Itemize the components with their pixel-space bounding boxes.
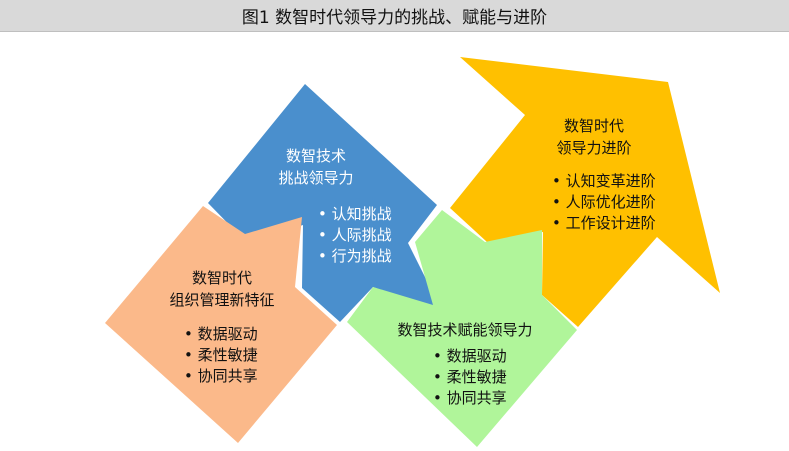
- org-title-line2: 组织管理新特征: [169, 291, 274, 309]
- advance-bullet: • 认知变革进阶: [552, 172, 656, 190]
- empower-bullet: • 柔性敏捷: [433, 368, 507, 386]
- advance-bullet: • 工作设计进阶: [552, 214, 656, 232]
- empower-bullet: • 协同共享: [433, 389, 507, 407]
- challenge-bullet: • 行为挑战: [318, 247, 392, 265]
- org-block: 数智时代 组织管理新特征 • 数据驱动 • 柔性敏捷 • 协同共享: [169, 269, 274, 385]
- advance-title-line2: 领导力进阶: [556, 139, 631, 157]
- org-title-line1: 数智时代: [192, 269, 252, 287]
- blue-arrow-shape: [208, 84, 443, 322]
- challenge-title-line1: 数智技术: [286, 147, 346, 165]
- org-bullet: • 协同共享: [184, 367, 258, 385]
- figure-title: 图1 数智时代领导力的挑战、赋能与进阶: [241, 8, 548, 28]
- challenge-block: 数智技术 挑战领导力 • 认知挑战 • 人际挑战 • 行为挑战: [278, 147, 391, 265]
- figure-title-bar: 图1 数智时代领导力的挑战、赋能与进阶: [0, 0, 789, 32]
- challenge-bullet: • 认知挑战: [318, 205, 392, 223]
- challenge-title-line2: 挑战领导力: [278, 169, 353, 187]
- empower-title: 数智技术赋能领导力: [397, 321, 532, 339]
- advance-block: 数智时代 领导力进阶 • 认知变革进阶 • 人际优化进阶 • 工作设计进阶: [552, 117, 656, 232]
- yellow-arrow-shape: [450, 57, 720, 327]
- challenge-bullet: • 人际挑战: [318, 226, 392, 244]
- green-arrow-shape: [347, 210, 577, 447]
- org-bullet: • 柔性敏捷: [184, 346, 258, 364]
- empower-block: 数智技术赋能领导力 • 数据驱动 • 柔性敏捷 • 协同共享: [397, 321, 532, 407]
- empower-bullet: • 数据驱动: [433, 347, 507, 365]
- advance-bullet: • 人际优化进阶: [552, 193, 656, 211]
- advance-title-line1: 数智时代: [564, 117, 624, 135]
- org-bullet: • 数据驱动: [184, 325, 258, 343]
- orange-arrow-shape: [105, 206, 337, 443]
